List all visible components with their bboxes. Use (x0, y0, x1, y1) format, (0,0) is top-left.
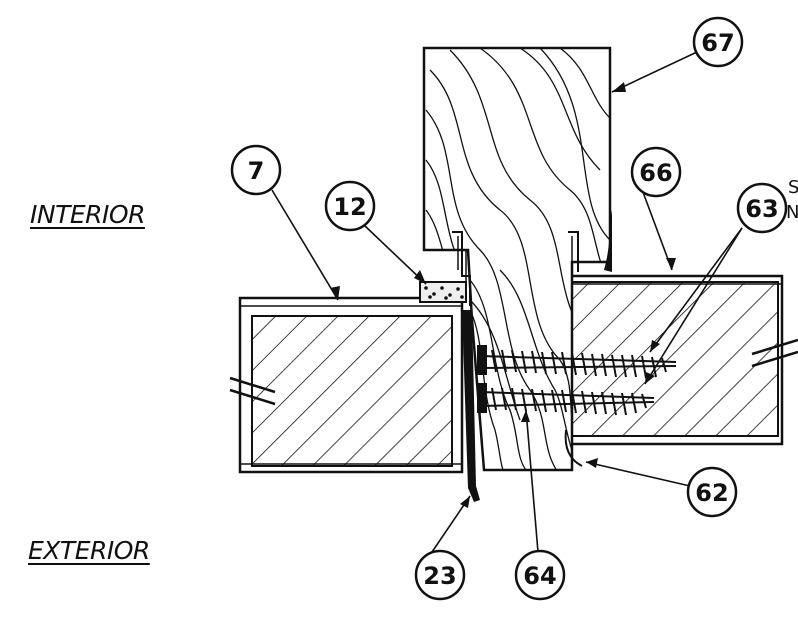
interior-label: INTERIOR (30, 200, 145, 229)
screw-upper (477, 345, 677, 379)
cropped-edge-text-1: S (788, 177, 798, 198)
svg-text:66: 66 (639, 159, 672, 187)
svg-text:64: 64 (523, 562, 556, 590)
callout-66: 66 (630, 146, 682, 198)
callout-12: 12 (324, 180, 376, 232)
exterior-flashing (462, 310, 480, 502)
callout-63: 63 (736, 182, 788, 234)
exterior-label: EXTERIOR (28, 536, 150, 565)
bottom-seal (564, 429, 583, 467)
svg-text:12: 12 (333, 193, 366, 221)
callout-62: 62 (686, 466, 738, 518)
callout-67: 67 (692, 16, 744, 68)
left-break-mark (229, 376, 276, 406)
cropped-edge-text-2: N (786, 202, 798, 223)
svg-text:63: 63 (745, 195, 778, 223)
right-break-mark (751, 338, 798, 368)
callout-7: 7 (230, 144, 282, 196)
svg-text:67: 67 (701, 29, 734, 57)
left-wall-panel (238, 296, 464, 474)
svg-text:7: 7 (248, 157, 265, 185)
svg-text:23: 23 (423, 562, 456, 590)
callout-23: 23 (414, 549, 466, 601)
callout-64: 64 (514, 549, 566, 601)
right-clip-detail (568, 210, 612, 272)
svg-text:62: 62 (695, 479, 728, 507)
left-seal-detail (419, 231, 471, 306)
screw-lower (477, 383, 655, 416)
leader-arrowheads (330, 82, 676, 508)
